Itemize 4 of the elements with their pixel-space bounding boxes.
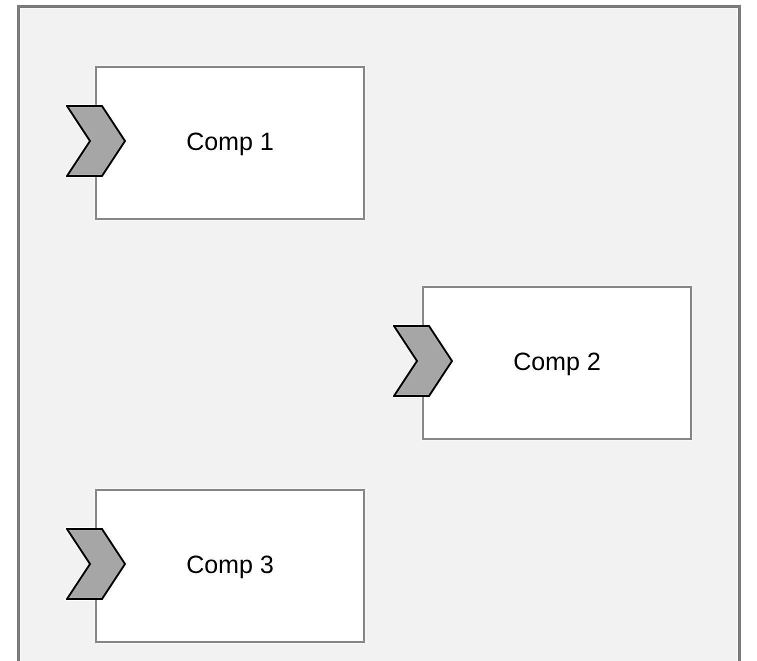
component-label: Comp 2: [513, 347, 601, 378]
component-label: Comp 3: [186, 550, 274, 582]
component-label: Comp 1: [186, 127, 274, 158]
container-frame: [17, 5, 741, 661]
